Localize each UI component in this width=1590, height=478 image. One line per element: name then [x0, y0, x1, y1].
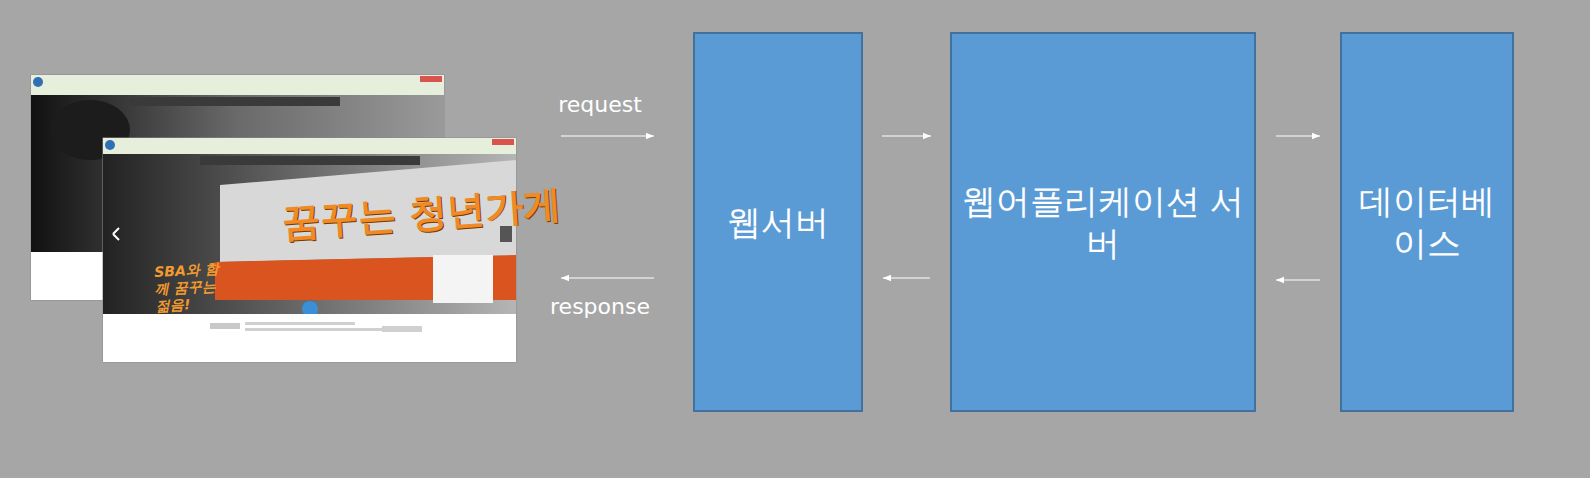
flow-label: response: [550, 294, 650, 319]
was-box: 웹어플리케이션 서버: [950, 32, 1256, 412]
node-label: 데이터베이스: [1350, 180, 1504, 265]
flow-arrow: [1276, 135, 1320, 136]
response-arrow: [561, 277, 654, 278]
footer-line: [382, 326, 422, 332]
web-server-box: 웹서버: [693, 32, 863, 412]
browser-back-button: [33, 77, 43, 87]
screenshot-frame: [103, 138, 516, 362]
browser-close: [420, 76, 442, 82]
photo-slogan-text: SBA와 함께 꿈꾸는 젊음!: [154, 260, 235, 314]
node-text-wrap: 웹어플리케이션 서버: [960, 180, 1246, 265]
carousel-prev: [113, 228, 119, 240]
browser-close: [492, 139, 514, 145]
node-label: 웹어플리케이션 서버: [960, 180, 1246, 265]
browser-back-button: [105, 140, 115, 150]
footer-line: [245, 328, 385, 331]
database-box: 데이터베이스: [1340, 32, 1514, 412]
node-label: 웹서버: [727, 201, 829, 244]
page-footer: [103, 314, 516, 362]
browser-chrome: [31, 75, 444, 95]
site-menu: [130, 97, 340, 106]
flow-arrow: [883, 277, 930, 278]
footer-line: [245, 322, 355, 325]
flow-arrow: [882, 135, 931, 136]
flow-arrow: [1276, 279, 1320, 280]
shop-poster: [433, 255, 493, 303]
request-arrow: [561, 135, 654, 136]
footer-logo: [210, 323, 240, 329]
flow-label: request: [558, 92, 642, 117]
node-text-wrap: 웹서버: [727, 201, 829, 244]
site-menu: [200, 156, 420, 165]
browser-chrome: [103, 138, 516, 154]
front-screenshot: [103, 138, 516, 362]
node-text-wrap: 데이터베이스: [1350, 180, 1504, 265]
